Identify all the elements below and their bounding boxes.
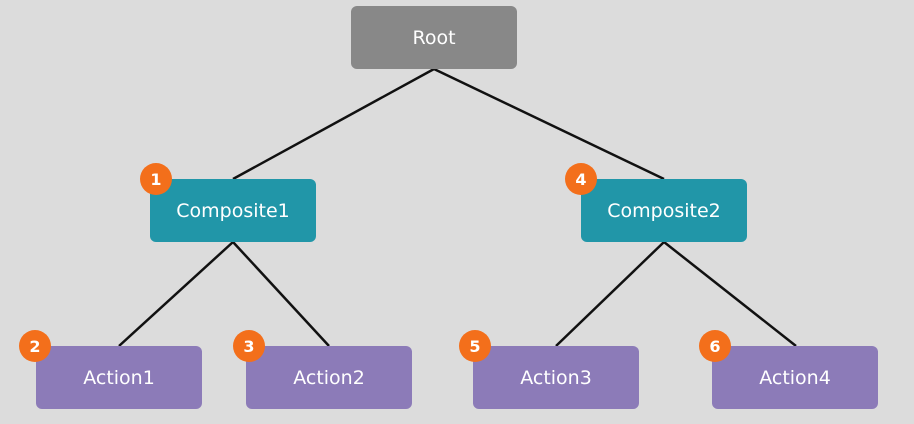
action2-node-label: Action2 (293, 366, 365, 389)
edge-root-composite1 (232, 67, 435, 181)
edge-root-composite2 (433, 67, 665, 181)
order-badge-label: 2 (29, 336, 41, 356)
order-badge-label: 1 (150, 169, 162, 189)
order-badge-action4: 6 (699, 330, 731, 362)
order-badge-action3: 5 (459, 330, 491, 362)
edge-composite2-action4 (663, 241, 797, 347)
order-badge-label: 4 (575, 169, 587, 189)
action1-node: Action1 (36, 346, 202, 409)
action2-node: Action2 (246, 346, 412, 409)
composite2-node-label: Composite2 (607, 199, 721, 222)
order-badge-label: 5 (469, 336, 481, 356)
action3-node: Action3 (473, 346, 639, 409)
composite2-node: Composite2 (581, 179, 747, 242)
order-badge-composite1: 1 (140, 163, 172, 195)
order-badge-label: 6 (709, 336, 721, 356)
action3-node-label: Action3 (520, 366, 592, 389)
edge-composite1-action1 (118, 241, 234, 347)
root-node-label: Root (412, 26, 456, 49)
action4-node: Action4 (712, 346, 878, 409)
edge-composite1-action2 (232, 241, 330, 347)
action1-node-label: Action1 (83, 366, 155, 389)
root-node: Root (351, 6, 517, 69)
order-badge-action2: 3 (233, 330, 265, 362)
composite1-node-label: Composite1 (176, 199, 290, 222)
order-badge-label: 3 (243, 336, 255, 356)
composite1-node: Composite1 (150, 179, 316, 242)
order-badge-composite2: 4 (565, 163, 597, 195)
order-badge-action1: 2 (19, 330, 51, 362)
edge-composite2-action3 (555, 241, 665, 347)
action4-node-label: Action4 (759, 366, 831, 389)
